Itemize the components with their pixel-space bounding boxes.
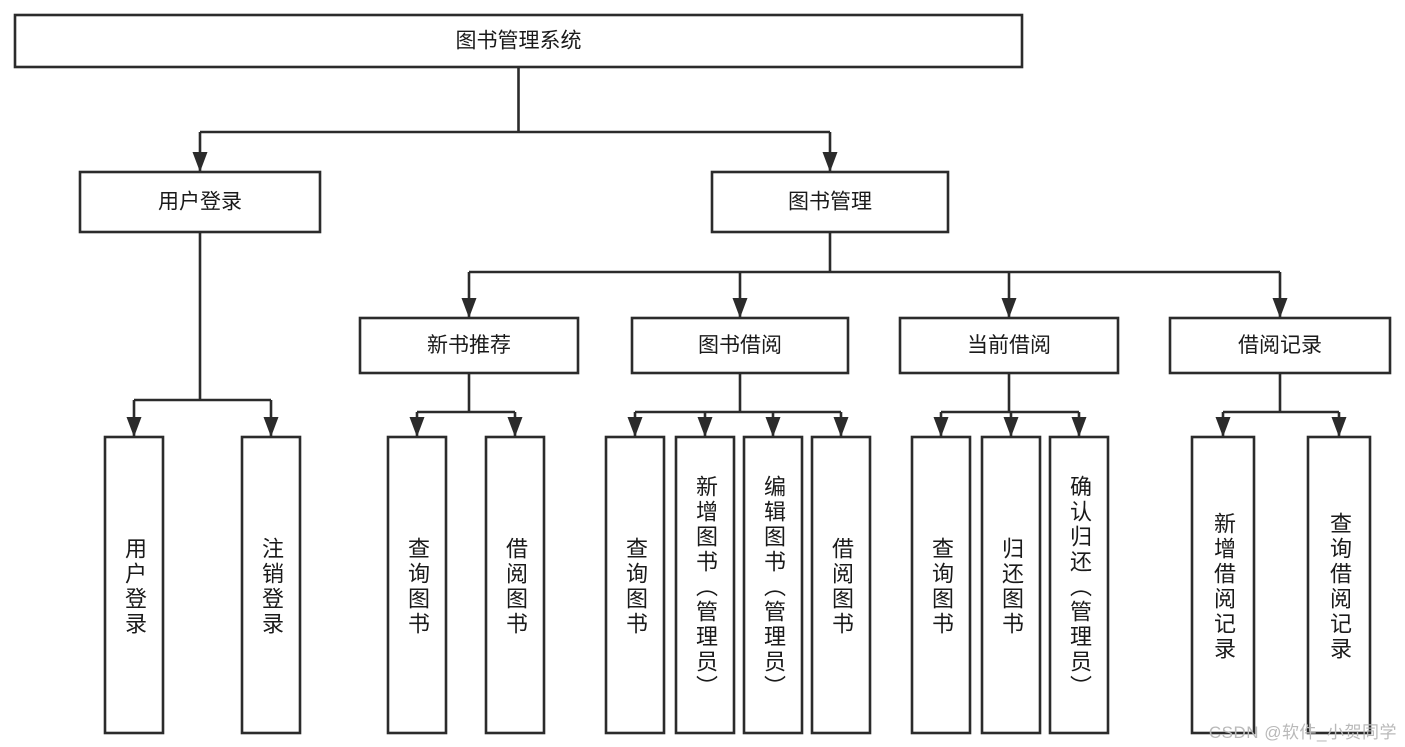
node-current-borrow[interactable]: 当前借阅 [898, 316, 1120, 375]
node-box-leaf-query-record [1306, 435, 1372, 735]
arrowhead-icon [1001, 298, 1017, 318]
arrowhead-icon [765, 417, 781, 437]
leaf-node-leaf-add-book[interactable] [674, 435, 736, 735]
node-box-user-login [78, 170, 322, 234]
node-box-leaf-query-book-2 [604, 435, 666, 735]
node-user-login[interactable]: 用户登录 [78, 170, 322, 234]
node-label-current-borrow: 当前借阅 [967, 334, 1051, 357]
node-root[interactable]: 图书管理系统 [13, 13, 1024, 69]
arrowhead-icon [461, 298, 477, 318]
leaf-node-leaf-user-login[interactable] [103, 435, 165, 735]
node-box-current-borrow [898, 316, 1120, 375]
arrowhead-icon [507, 417, 523, 437]
arrowhead-icon [933, 417, 949, 437]
arrowhead-icon [409, 417, 425, 437]
node-label-user-login: 用户登录 [158, 191, 242, 214]
leaf-node-leaf-confirm-return[interactable] [1048, 435, 1110, 735]
node-box-leaf-query-book-1 [386, 435, 448, 735]
arrowhead-icon [833, 417, 849, 437]
node-borrow-record[interactable]: 借阅记录 [1168, 316, 1392, 375]
leaf-node-leaf-add-record[interactable] [1190, 435, 1256, 735]
node-box-leaf-add-record [1190, 435, 1256, 735]
node-box-root [13, 13, 1024, 69]
leaf-node-leaf-query-book-3[interactable] [910, 435, 972, 735]
leaf-node-leaf-edit-book[interactable] [742, 435, 804, 735]
node-box-leaf-query-book-3 [910, 435, 972, 735]
connectors-layer [126, 67, 1347, 437]
leaf-node-leaf-borrow-book-2[interactable] [810, 435, 872, 735]
arrowhead-icon [263, 417, 279, 437]
leaf-node-leaf-borrow-book-1[interactable] [484, 435, 546, 735]
node-book-manage[interactable]: 图书管理 [710, 170, 950, 234]
arrowhead-icon [1003, 417, 1019, 437]
node-box-leaf-borrow-book-2 [810, 435, 872, 735]
node-box-book-manage [710, 170, 950, 234]
arrowhead-icon [732, 298, 748, 318]
node-box-leaf-logout [240, 435, 302, 735]
node-box-leaf-return-book [980, 435, 1042, 735]
arrowhead-icon [1331, 417, 1347, 437]
node-label-borrow-record: 借阅记录 [1238, 334, 1322, 357]
watermark-text: CSDN @软件_小贺同学 [1208, 723, 1397, 742]
node-box-new-book-recommend [358, 316, 580, 375]
node-book-borrow[interactable]: 图书借阅 [630, 316, 850, 375]
arrowhead-icon [1071, 417, 1087, 437]
arrowhead-icon [822, 152, 838, 172]
leaf-node-leaf-query-book-2[interactable] [604, 435, 666, 735]
node-box-leaf-confirm-return [1048, 435, 1110, 735]
leaf-node-leaf-query-record[interactable] [1306, 435, 1372, 735]
node-new-book-recommend[interactable]: 新书推荐 [358, 316, 580, 375]
node-box-leaf-borrow-book-1 [484, 435, 546, 735]
node-label-root: 图书管理系统 [456, 30, 582, 53]
arrowhead-icon [126, 417, 142, 437]
arrowhead-icon [627, 417, 643, 437]
node-label-book-manage: 图书管理 [788, 191, 872, 214]
arrowhead-icon [192, 152, 208, 172]
leaf-node-leaf-logout[interactable] [240, 435, 302, 735]
node-label-new-book-recommend: 新书推荐 [427, 334, 511, 357]
arrowhead-icon [1215, 417, 1231, 437]
leaf-node-leaf-return-book[interactable] [980, 435, 1042, 735]
node-box-leaf-add-book [674, 435, 736, 735]
node-box-leaf-edit-book [742, 435, 804, 735]
node-box-leaf-user-login [103, 435, 165, 735]
node-box-borrow-record [1168, 316, 1392, 375]
arrowhead-icon [1272, 298, 1288, 318]
leaf-node-leaf-query-book-1[interactable] [386, 435, 448, 735]
node-box-book-borrow [630, 316, 850, 375]
node-label-book-borrow: 图书借阅 [698, 334, 782, 357]
arrowhead-icon [697, 417, 713, 437]
